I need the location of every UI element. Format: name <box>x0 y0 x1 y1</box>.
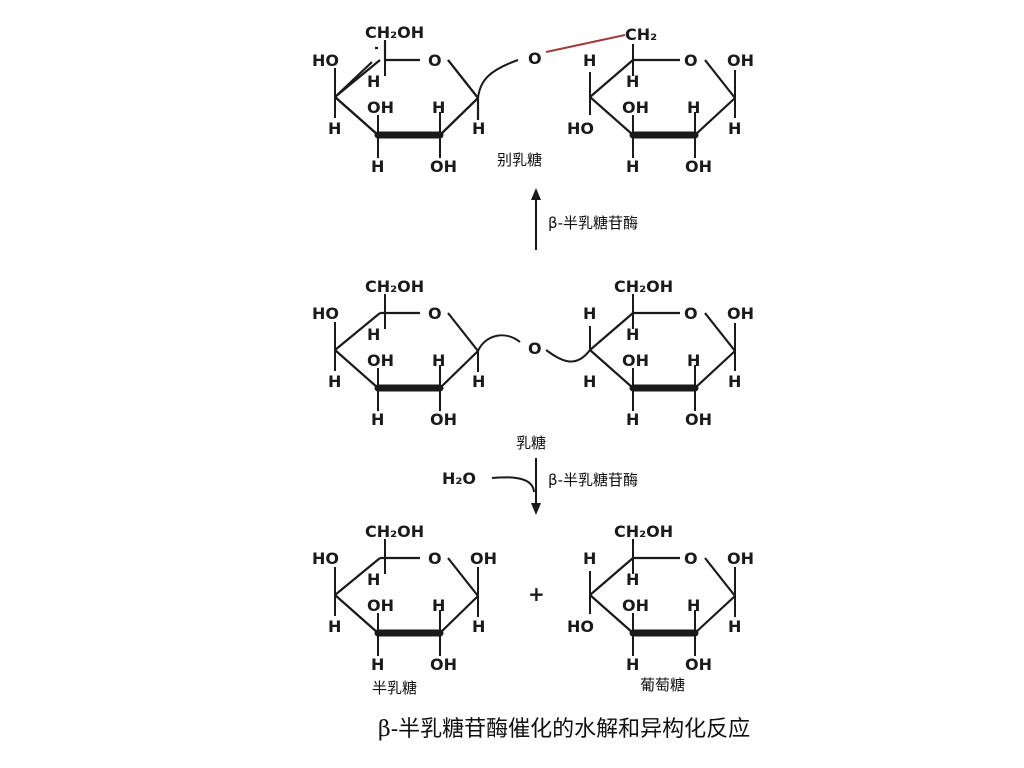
water-label: H₂O <box>442 469 476 488</box>
allolactose-left-c3-oh: OH <box>367 98 394 117</box>
glucose-c1-h: H <box>728 617 741 636</box>
glucose-c5-h: H <box>626 570 639 589</box>
lactose-right-c1-h: H <box>728 372 741 391</box>
allolactose-link-bond-left <box>477 59 519 99</box>
glucose-ch2oh: CH₂OH <box>614 522 673 541</box>
glucose-c4-oh: HO <box>567 617 594 636</box>
allolactose-left-ring-o: O <box>428 51 442 70</box>
hydrolysis-step: H₂O β-半乳糖苷酶 <box>442 458 638 515</box>
lactose-left-c4-oh: HO <box>312 304 339 323</box>
lactose-right-c4-h: H <box>583 304 596 323</box>
allolactose-right-c1-oh: OH <box>727 51 754 70</box>
lactose-left-c3-oh: OH <box>367 351 394 370</box>
glucose-label: 葡萄糖 <box>640 676 685 694</box>
galactose-c5-h: H <box>367 570 380 589</box>
allolactose-left-c4-oh: HO <box>312 51 339 70</box>
isomerization-step: β-半乳糖苷酶 <box>531 188 638 250</box>
lactose-left-c2-oh: OH <box>430 410 457 429</box>
lactose-right-ch2oh: CH₂OH <box>614 277 673 296</box>
allolactose-left-c3-h: H <box>371 157 384 176</box>
lactose-link-o: O <box>528 339 542 358</box>
allolactose-right-c5-h: H <box>626 72 639 91</box>
lactose-molecule: CH₂OH O HO H H OH H H OH H O <box>312 277 754 452</box>
allolactose-right-ring-o: O <box>684 51 698 70</box>
hydrolysis-enzyme-label: β-半乳糖苷酶 <box>548 471 638 489</box>
allolactose-left-c1-h: H <box>472 119 485 138</box>
allolactose-right-c1-h: H <box>728 119 741 138</box>
lactose-right-c3-h: H <box>626 410 639 429</box>
allolactose-right-ch2: CH₂ <box>625 25 657 44</box>
galactose-ch2oh: CH₂OH <box>365 522 424 541</box>
galactose-c2-oh: OH <box>430 655 457 674</box>
glucose-molecule: CH₂OH O OH H H OH H H OH HO H 葡萄糖 <box>567 522 754 694</box>
allolactose-link-o: O <box>528 49 542 68</box>
allolactose-left-c4-h: H <box>328 119 341 138</box>
allolactose-left-ring: CH₂OH O HO H H OH H H OH H <box>312 23 485 176</box>
lactose-right-ring-o: O <box>684 304 698 323</box>
lactose-left-c3-h: H <box>371 410 384 429</box>
galactose-c1-oh: OH <box>470 549 497 568</box>
allolactose-right-c2-oh: OH <box>685 157 712 176</box>
glucose-c4-h: H <box>583 549 596 568</box>
galactose-c2-h-up: H <box>432 596 445 615</box>
glucose-c2-h: H <box>687 596 700 615</box>
galactose-c3-h: H <box>371 655 384 674</box>
galactose-ring-o: O <box>428 549 442 568</box>
lactose-left-c5-h: H <box>367 325 380 344</box>
allolactose-right-ring: CH₂ O OH H H OH H H OH HO H <box>567 25 754 176</box>
galactose-c4-h: H <box>328 617 341 636</box>
allolactose-left-c5-h: H <box>367 72 380 91</box>
lactose-label: 乳糖 <box>516 434 546 452</box>
galactose-label: 半乳糖 <box>372 679 417 697</box>
allolactose-left-c2-h-up: H <box>432 98 445 117</box>
lactose-link-bond-right <box>545 349 591 363</box>
allolactose-left-ch2oh: CH₂OH <box>365 23 424 42</box>
figure-caption: β-半乳糖苷酶催化的水解和异构化反应 <box>378 717 750 742</box>
allolactose-left-c2-oh: OH <box>430 157 457 176</box>
isomerization-enzyme-label: β-半乳糖苷酶 <box>548 214 638 232</box>
lactose-link-bond-left <box>477 334 521 352</box>
galactose-c4-oh: HO <box>312 549 339 568</box>
lactose-left-c1-h: H <box>472 372 485 391</box>
allolactose-right-c4-oh: HO <box>567 119 594 138</box>
glucose-c3-h: H <box>626 655 639 674</box>
glucose-ring-o: O <box>684 549 698 568</box>
lactose-left-c4-h: H <box>328 372 341 391</box>
lactose-right-c3-oh: OH <box>622 351 649 370</box>
lactose-right-c2-h: H <box>687 351 700 370</box>
lactose-left-ring: CH₂OH O HO H H OH H H OH H <box>312 277 485 429</box>
allolactose-right-c3-h: H <box>626 157 639 176</box>
down-arrow-icon <box>531 503 541 515</box>
lactose-right-c1-oh: OH <box>727 304 754 323</box>
lactose-left-c2-h-up: H <box>432 351 445 370</box>
plus-sign: + <box>528 582 545 606</box>
glucose-c1-oh: OH <box>727 549 754 568</box>
allolactose-label: 别乳糖 <box>497 151 542 169</box>
galactose-c1-h: H <box>472 617 485 636</box>
lactose-right-ring: CH₂OH O OH H H OH H H OH H H <box>583 277 754 429</box>
allolactose-right-c3-oh: OH <box>622 98 649 117</box>
lactose-left-ch2oh: CH₂OH <box>365 277 424 296</box>
glucose-c3-oh: OH <box>622 596 649 615</box>
lactose-right-c5-h: H <box>626 325 639 344</box>
water-curve-arrow <box>491 476 535 493</box>
lactose-right-c4-h2: H <box>583 372 596 391</box>
galactose-molecule: CH₂OH O OH HO H H OH H H OH H 半乳糖 <box>312 522 497 697</box>
allolactose-right-c2-h: H <box>687 98 700 117</box>
up-arrow-icon <box>531 188 541 200</box>
allolactose-molecule: CH₂OH O HO H H OH H H OH H O <box>312 23 754 176</box>
lactose-left-ring-o: O <box>428 304 442 323</box>
allolactose-right-c4-h: H <box>583 51 596 70</box>
allolactose-link-bond-highlight <box>545 34 626 53</box>
galactose-c3-oh: OH <box>367 596 394 615</box>
lactose-right-c2-oh: OH <box>685 410 712 429</box>
glucose-c2-oh: OH <box>685 655 712 674</box>
